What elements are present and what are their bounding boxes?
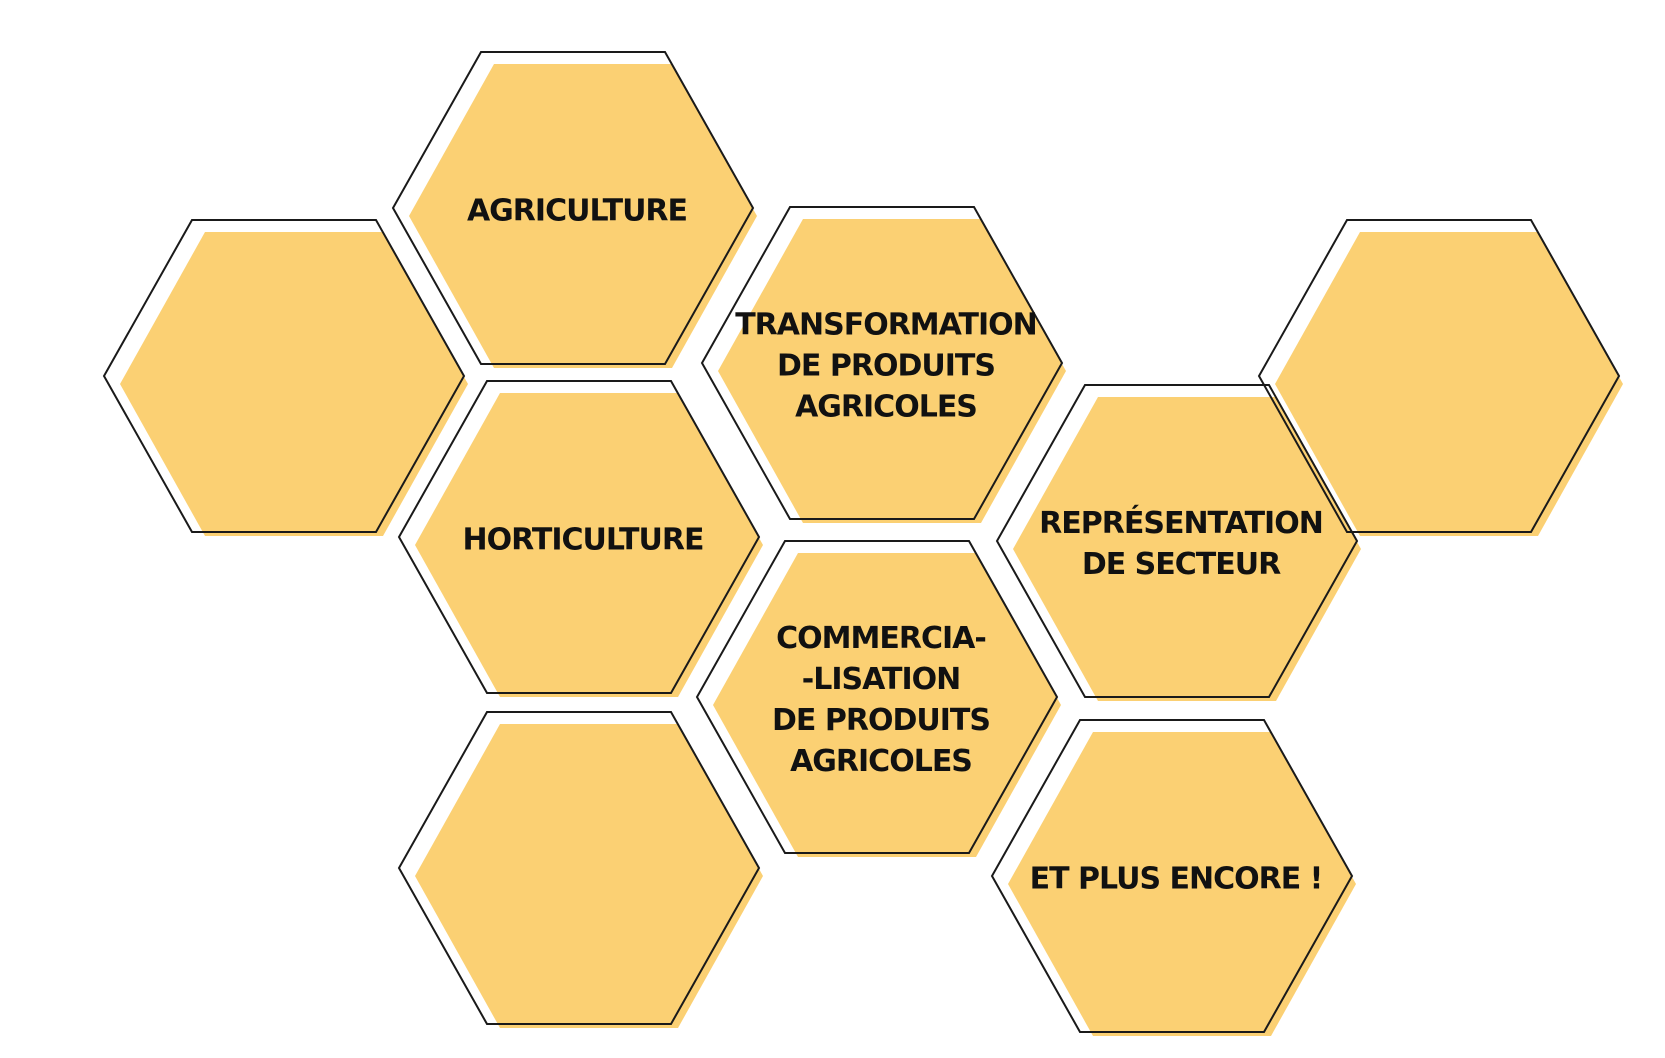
hexagon-fill bbox=[718, 219, 1066, 523]
hexagon-plus-encore: ET PLUS ENCORE ! bbox=[990, 719, 1356, 1036]
hexagon-label-line: DE PRODUITS bbox=[777, 349, 995, 384]
hexagon-outline bbox=[1257, 219, 1621, 533]
hexagon-label-line: AGRICOLES bbox=[790, 744, 972, 779]
hexagon-fill bbox=[1013, 397, 1361, 701]
hexagon-fill bbox=[713, 553, 1061, 857]
hexagon-fill bbox=[1008, 732, 1356, 1036]
hexagon-label-line: AGRICULTURE bbox=[467, 194, 687, 229]
hexagon-blank-left bbox=[102, 219, 468, 536]
hexagon-fill bbox=[415, 393, 763, 697]
hexagon-agriculture: AGRICULTURE bbox=[391, 51, 757, 368]
hexagon-outline bbox=[397, 380, 761, 694]
hexagon-commercialisation: COMMERCIA- -LISATION DE PRODUITS AGRICOLES bbox=[695, 540, 1061, 857]
hexagon-label-line: TRANSFORMATION bbox=[735, 308, 1037, 343]
hexagon-transformation: TRANSFORMATION DE PRODUITS AGRICOLES bbox=[700, 206, 1066, 523]
hexagon-label-line: AGRICOLES bbox=[795, 390, 977, 425]
hexagon-fill bbox=[415, 724, 763, 1028]
hexagon-outline bbox=[995, 384, 1359, 698]
hexagon-outline bbox=[700, 206, 1064, 520]
hexagon-label-line: DE SECTEUR bbox=[1082, 547, 1281, 582]
hexagon-blank-right bbox=[1257, 219, 1623, 536]
hexagon-fill bbox=[409, 64, 757, 368]
hexagon-label-line: REPRÉSENTATION bbox=[1039, 505, 1323, 541]
hexagon-horticulture: HORTICULTURE bbox=[397, 380, 763, 697]
hexagon-label-line: DE PRODUITS bbox=[772, 703, 990, 738]
hexagon-outline bbox=[695, 540, 1059, 854]
hexagon-representation: REPRÉSENTATION DE SECTEUR bbox=[995, 384, 1361, 701]
hexagon-label-line: COMMERCIA- bbox=[776, 621, 986, 656]
hexagon-outline bbox=[990, 719, 1354, 1033]
hexagon-fill bbox=[1275, 232, 1623, 536]
hexagon-outline bbox=[397, 711, 761, 1025]
hexagon-outline bbox=[391, 51, 755, 365]
hexagon-blank-bottom-left bbox=[397, 711, 763, 1028]
hexagon-outline bbox=[102, 219, 466, 533]
hexagon-fill bbox=[120, 232, 468, 536]
hexagon-label-line: ET PLUS ENCORE ! bbox=[1030, 862, 1323, 897]
hexagon-label-line: HORTICULTURE bbox=[463, 523, 704, 558]
hexagon-label-line: -LISATION bbox=[802, 662, 960, 697]
